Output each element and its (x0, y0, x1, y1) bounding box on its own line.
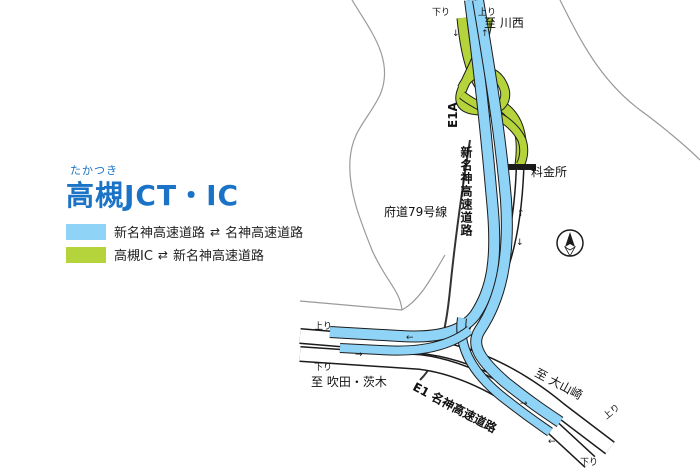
label-to-suita: 至 吹田・茨木 (311, 375, 387, 389)
legend-swatch-blue (66, 223, 106, 240)
svg-text:↓: ↓ (516, 238, 524, 248)
svg-text:→: → (520, 399, 528, 409)
label-e1a-name: 新名神高速道路 (459, 146, 473, 237)
label-to-kawanishi: 至 川西 (484, 16, 524, 30)
page-title: 高槻JCT・IC (66, 179, 240, 212)
title-ruby: たかつき (70, 164, 118, 177)
svg-text:←: ← (548, 437, 556, 447)
label-kudari-left: 下り (314, 363, 333, 373)
label-nobori-top: 上り (478, 8, 497, 18)
legend-from: 新名神高速道路 (114, 226, 206, 241)
legend-to: 新名神高速道路 (172, 249, 264, 264)
tollgate-bar (506, 164, 536, 170)
terrain-contours (299, 0, 700, 311)
legend-to: 名神高速道路 (225, 226, 304, 241)
label-e1a-code: E1A (446, 102, 460, 128)
legend-item-jct: 新名神高速道路 ⇄ 名神高速道路 (66, 222, 303, 241)
legend-from: 高槻IC (114, 249, 153, 264)
label-tollgate: 料金所 (531, 165, 568, 179)
legend-item-ic: 高槻IC ⇄ 新名神高速道路 (66, 245, 264, 264)
north-arrow (556, 229, 584, 257)
label-kudari-bottom: 下り (580, 458, 599, 468)
label-nobori-left: 上り (314, 322, 333, 332)
direction-arrows: ↓ ↑ ↑ ↓ ← → → ← (355, 29, 556, 447)
legend-arrow: ⇄ (157, 247, 168, 262)
legend-arrow: ⇄ (210, 224, 221, 239)
legend-swatch-green (66, 246, 106, 263)
label-kudari-top: 下り (432, 8, 451, 18)
svg-text:↑: ↑ (481, 29, 489, 39)
svg-text:↑: ↑ (517, 209, 525, 219)
svg-text:←: ← (406, 333, 414, 343)
svg-text:↓: ↓ (452, 29, 460, 39)
label-route-79: 府道79号線 (384, 205, 448, 219)
shin-meishin-road (329, 0, 564, 437)
svg-text:→: → (355, 350, 363, 360)
